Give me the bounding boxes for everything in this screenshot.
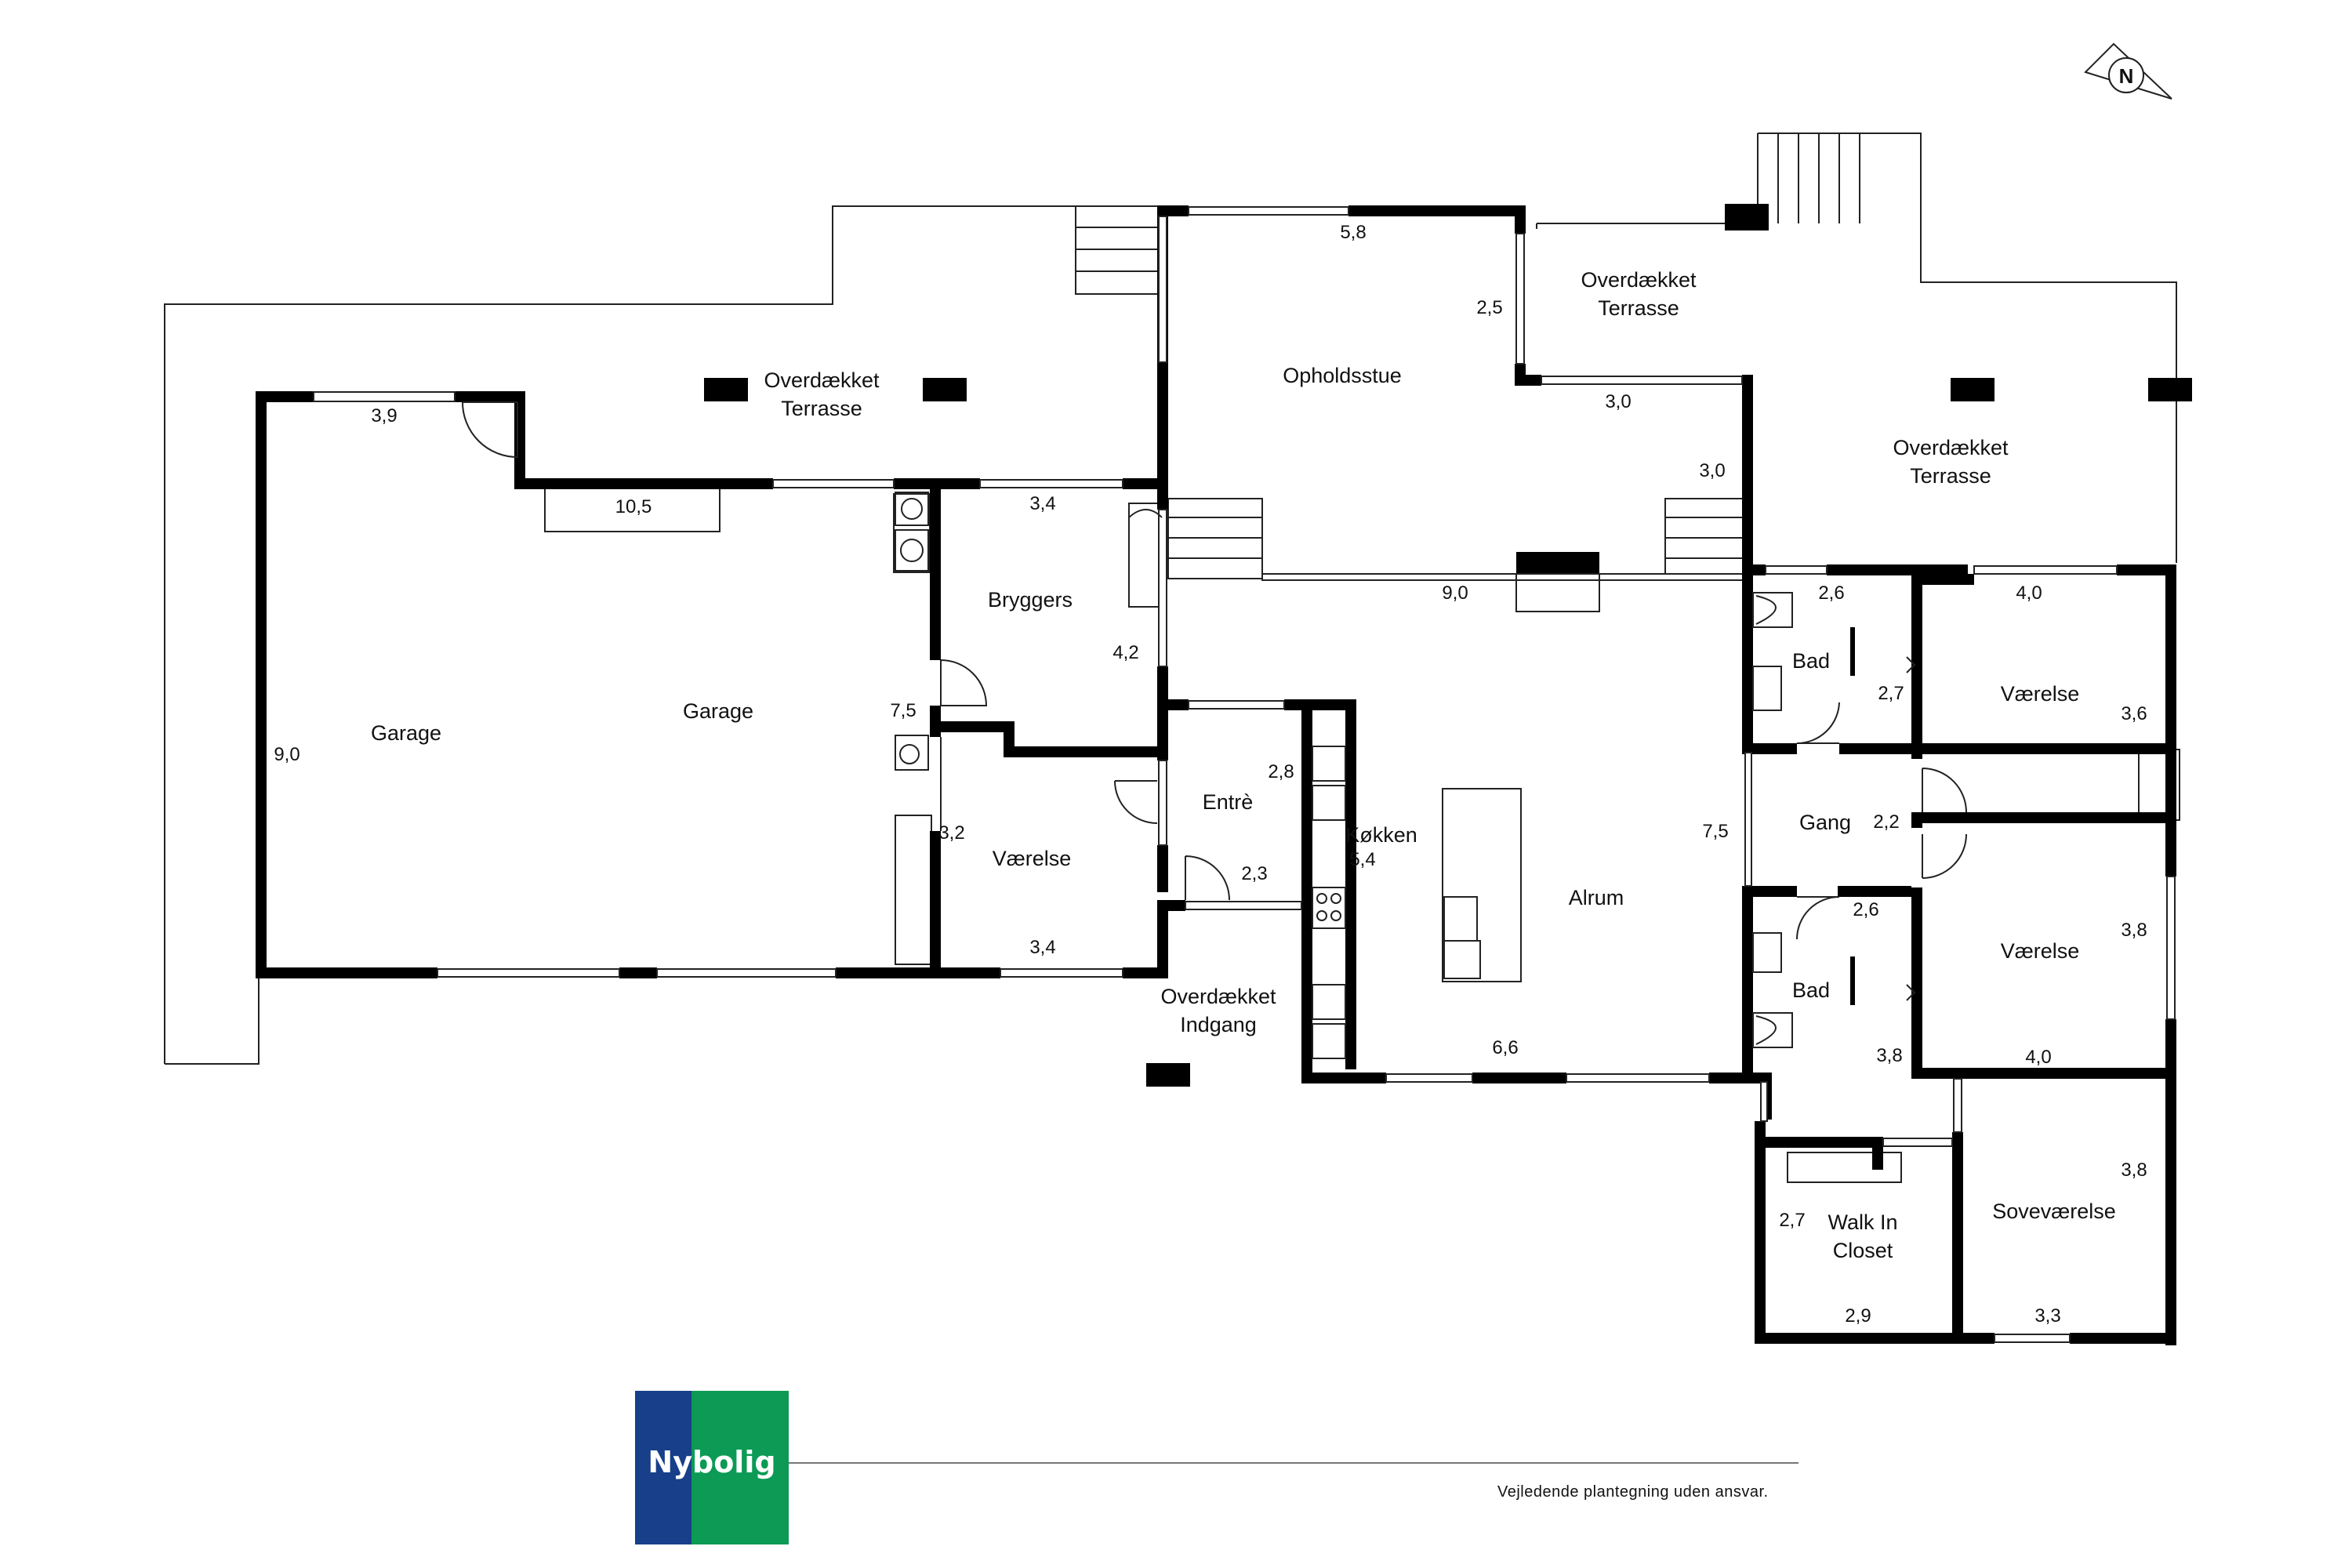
room-label-garage-right: Garage	[683, 699, 753, 723]
compass-icon: N	[2084, 42, 2172, 100]
dim-alrum-width: 9,0	[1442, 583, 1468, 604]
room-label-vaerelse-left: Værelse	[993, 847, 1072, 870]
dim-vaerelse-left-height: 3,2	[938, 822, 964, 844]
fixtures	[895, 492, 1793, 1059]
room-label-opholdsstue: Opholdsstue	[1283, 364, 1402, 387]
room-labels: Overdækket Terrasse Overdækket Terrasse …	[371, 268, 2116, 1262]
room-label-bryggers: Bryggers	[988, 588, 1073, 612]
room-label-terrasse-left-2: Terrasse	[781, 397, 862, 420]
dim-walk-in-width: 2,9	[1845, 1305, 1871, 1327]
dim-vaerelse-mid-width: 4,0	[2025, 1047, 2051, 1068]
room-label-terrasse-top-1: Overdækket	[1581, 268, 1697, 292]
dim-walk-in-height: 2,7	[1779, 1210, 1805, 1231]
room-label-walk-in-2: Closet	[1833, 1239, 1893, 1262]
dim-garage-inner: 7,5	[890, 700, 916, 721]
room-label-bad-bottom: Bad	[1792, 978, 1830, 1002]
dim-bryggers-width: 3,4	[1029, 493, 1055, 514]
room-label-vaerelse-mid: Værelse	[2001, 939, 2080, 963]
dim-garage-bench: 10,5	[615, 496, 652, 517]
dim-opholdsstue-side: 2,5	[1476, 297, 1502, 318]
dim-alrum-bottom: 6,6	[1492, 1037, 1518, 1058]
room-label-koekken: Køkken	[1345, 823, 1417, 847]
dim-bad-bottom-height: 3,8	[1876, 1045, 1902, 1066]
room-label-indgang-2: Indgang	[1180, 1013, 1257, 1036]
dim-gang-width: 2,2	[1873, 811, 1899, 833]
room-label-bad-top: Bad	[1792, 649, 1830, 673]
room-label-alrum: Alrum	[1569, 886, 1624, 909]
dim-opholdsstue-right-b: 3,0	[1699, 460, 1725, 481]
dim-bad-top-height: 2,7	[1878, 683, 1904, 704]
room-label-garage-left: Garage	[371, 721, 441, 745]
windows	[313, 206, 2176, 1343]
dim-koekken-length: 5,4	[1349, 849, 1375, 870]
dim-vaerelse-top-width: 4,0	[2016, 583, 2042, 604]
dim-bryggers-height: 4,2	[1112, 642, 1138, 663]
dim-entre-width: 2,3	[1241, 863, 1267, 884]
dim-opholdsstue-right-a: 3,0	[1605, 391, 1631, 412]
room-label-vaerelse-top: Værelse	[2001, 682, 2080, 706]
dimension-labels: 3,9 10,5 9,0 7,5 3,4 4,2 5,8 2,5 3,0 3,0…	[274, 222, 2147, 1327]
doors	[462, 401, 1967, 1005]
dim-opholdsstue-width: 5,8	[1340, 222, 1366, 243]
nybolig-logo: Nybolig	[635, 1391, 789, 1544]
room-label-terrasse-right-1: Overdækket	[1893, 436, 2009, 459]
dim-vaerelse-left-width: 3,4	[1029, 937, 1055, 958]
dim-garage-top: 3,9	[371, 405, 397, 426]
dim-bad-top-width: 2,6	[1818, 583, 1844, 604]
dim-sove-height: 3,8	[2121, 1160, 2147, 1181]
compass-label: N	[2119, 64, 2134, 88]
dim-alrum-height: 7,5	[1702, 821, 1728, 842]
room-label-terrasse-left-1: Overdækket	[764, 368, 880, 392]
disclaimer-text: Vejledende plantegning uden ansvar.	[1497, 1483, 1769, 1501]
walls	[256, 205, 2176, 1345]
dim-garage-height: 9,0	[274, 744, 299, 765]
columns	[704, 204, 2192, 1087]
dim-sove-width: 3,3	[2034, 1305, 2060, 1327]
room-label-gang: Gang	[1799, 811, 1851, 834]
room-label-indgang-1: Overdækket	[1160, 985, 1276, 1008]
room-label-terrasse-top-2: Terrasse	[1598, 296, 1679, 320]
room-label-entre: Entrè	[1203, 790, 1254, 814]
room-label-terrasse-right-2: Terrasse	[1910, 464, 1991, 488]
dim-entre-height: 2,8	[1268, 761, 1294, 782]
logo-text: Nybolig	[648, 1445, 775, 1479]
room-label-sovevaerelse: Soveværelse	[1992, 1200, 2116, 1223]
dim-bad-bottom-width: 2,6	[1853, 899, 1878, 920]
dim-vaerelse-top-height: 3,6	[2121, 703, 2147, 724]
terrace-outlines	[164, 132, 2180, 1183]
dim-vaerelse-mid-height: 3,8	[2121, 920, 2147, 941]
room-label-walk-in-1: Walk In	[1828, 1210, 1897, 1234]
